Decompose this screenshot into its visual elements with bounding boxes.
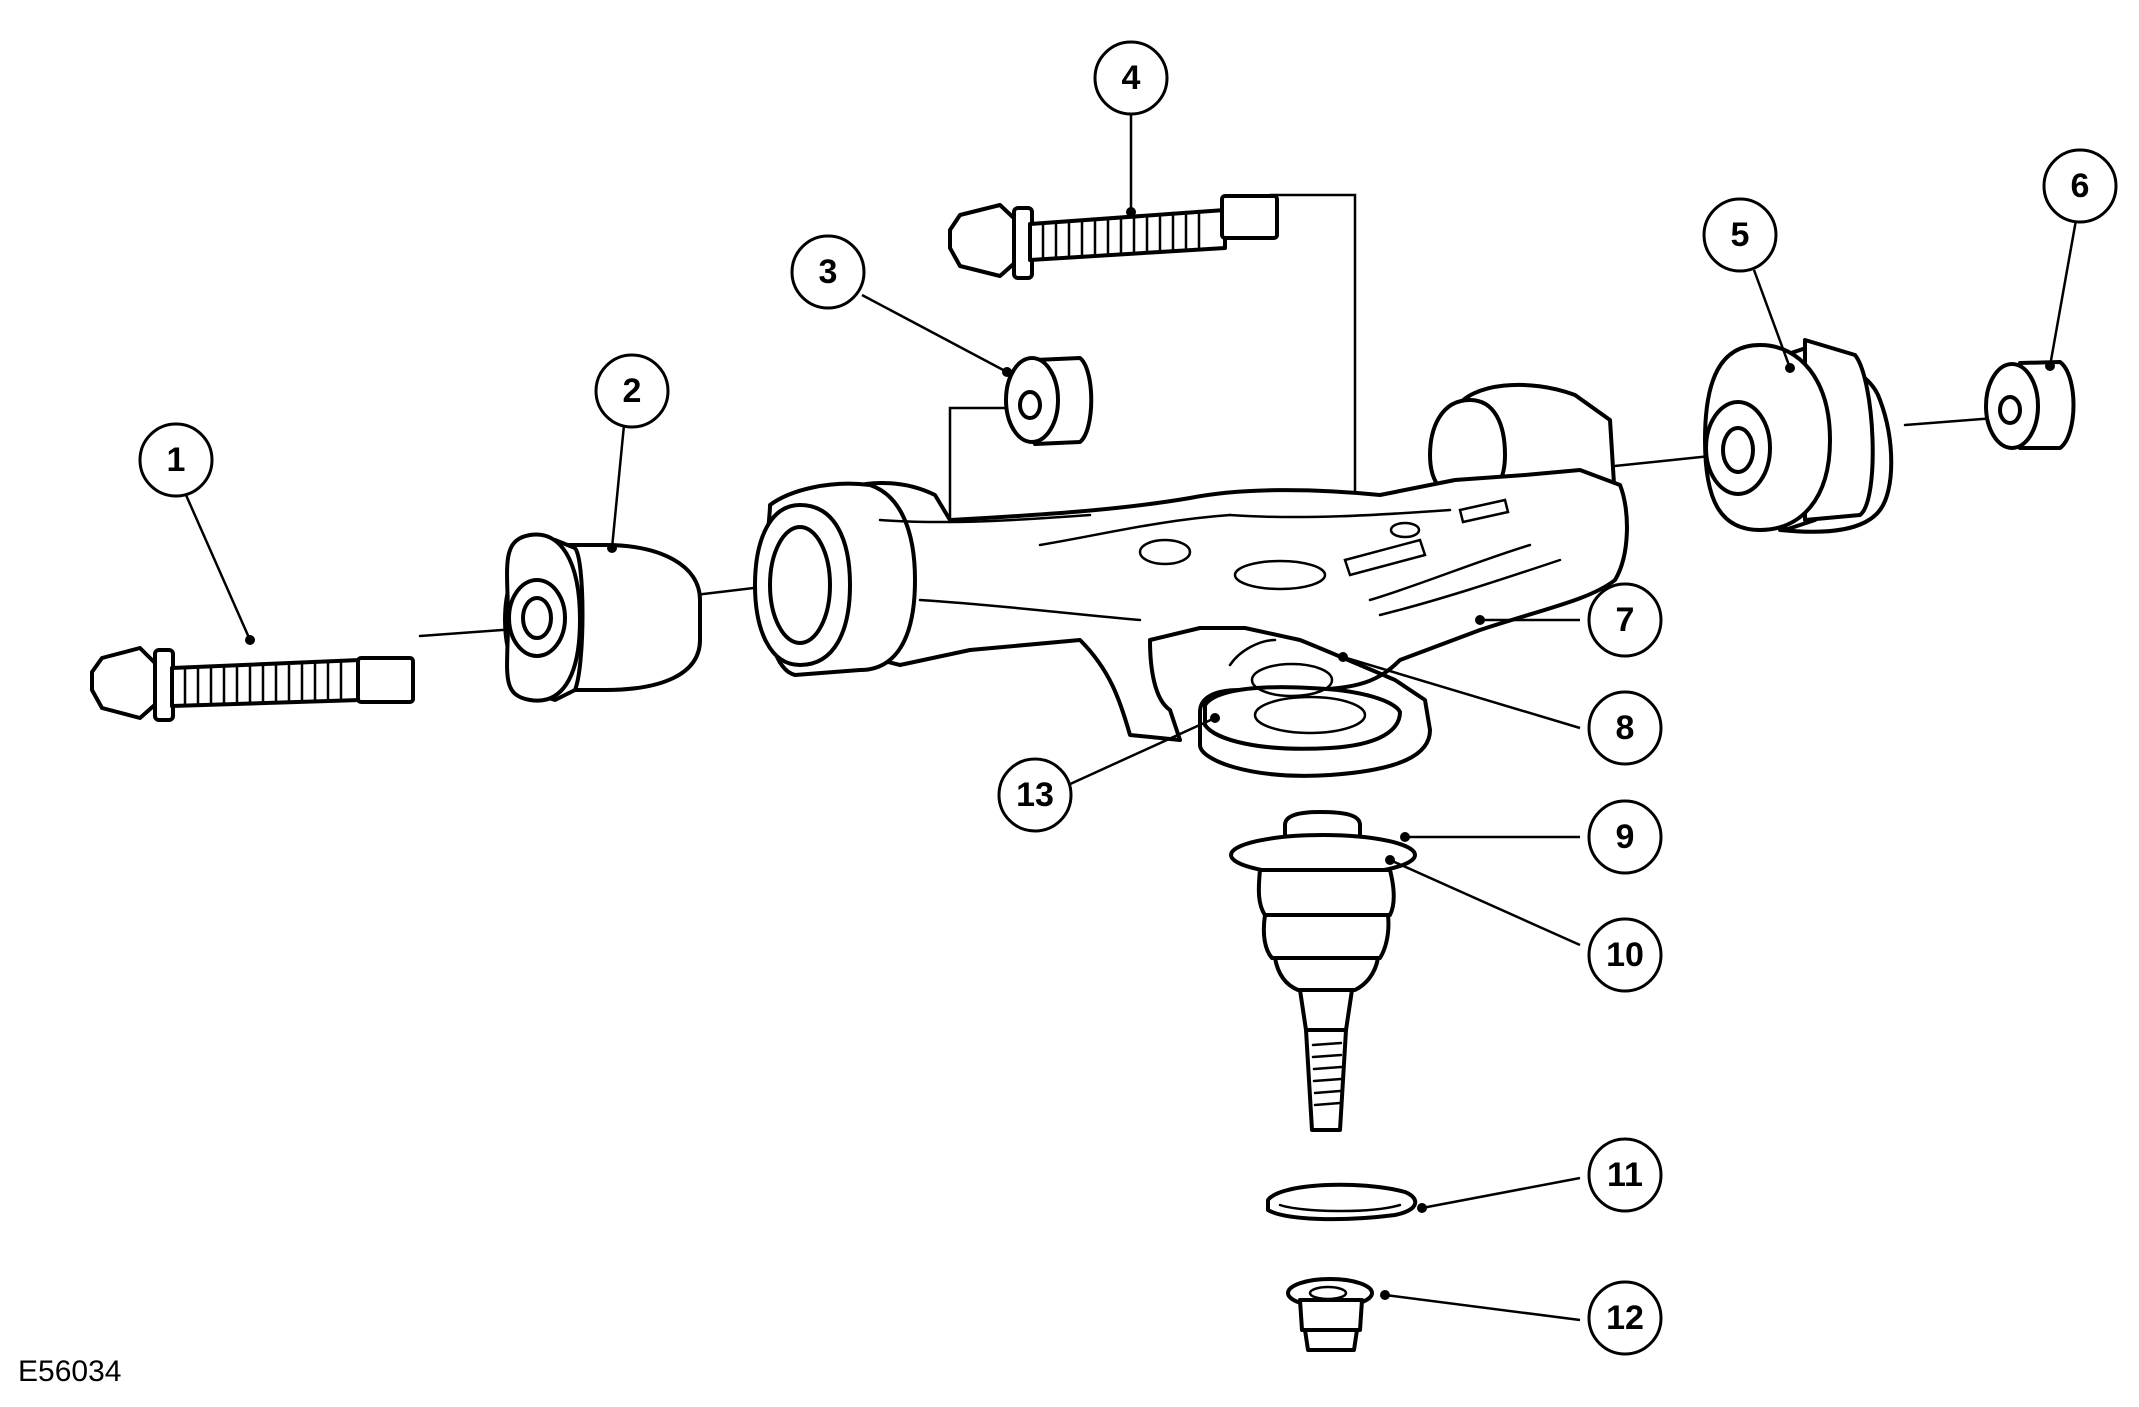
callout-3: 3 [790,234,866,310]
callout-label: 7 [1616,601,1635,639]
leader-lines [184,112,2078,1322]
callout-4: 4 [1093,40,1169,116]
circlip [1266,1182,1418,1222]
figure-id-label: E56034 [18,1355,122,1388]
bolt-top [948,194,1279,280]
callout-label: 10 [1606,936,1644,974]
callout-10: 10 [1587,917,1663,993]
callout-5: 5 [1702,197,1778,273]
callout-6: 6 [2042,148,2118,224]
nut-middle [1004,356,1094,446]
callout-label: 5 [1731,216,1750,254]
nut-right [1984,360,2076,450]
callout-label: 3 [819,253,838,291]
bush-right [1703,338,1894,534]
callout-label: 1 [167,441,186,479]
nut-bottom [1286,1277,1374,1352]
callout-label: 4 [1122,59,1141,97]
callout-12: 12 [1587,1280,1663,1356]
callout-2: 2 [594,353,670,429]
bush-left [503,532,702,703]
ball-joint [1229,810,1417,1132]
callout-label: 9 [1616,818,1635,856]
callout-7: 7 [1587,582,1663,658]
callout-label: 13 [1016,776,1054,814]
callout-8: 8 [1587,690,1663,766]
callout-label: 8 [1616,709,1635,747]
callout-1: 1 [138,422,214,498]
callout-label: 2 [623,372,642,410]
callout-11: 11 [1587,1137,1663,1213]
callout-label: 6 [2071,167,2090,205]
callout-label: 11 [1607,1156,1643,1194]
bolt-left [90,646,415,722]
callout-label: 12 [1606,1299,1644,1337]
callout-9: 9 [1587,799,1663,875]
upper-arm [753,382,1629,778]
callout-13: 13 [997,757,1073,833]
